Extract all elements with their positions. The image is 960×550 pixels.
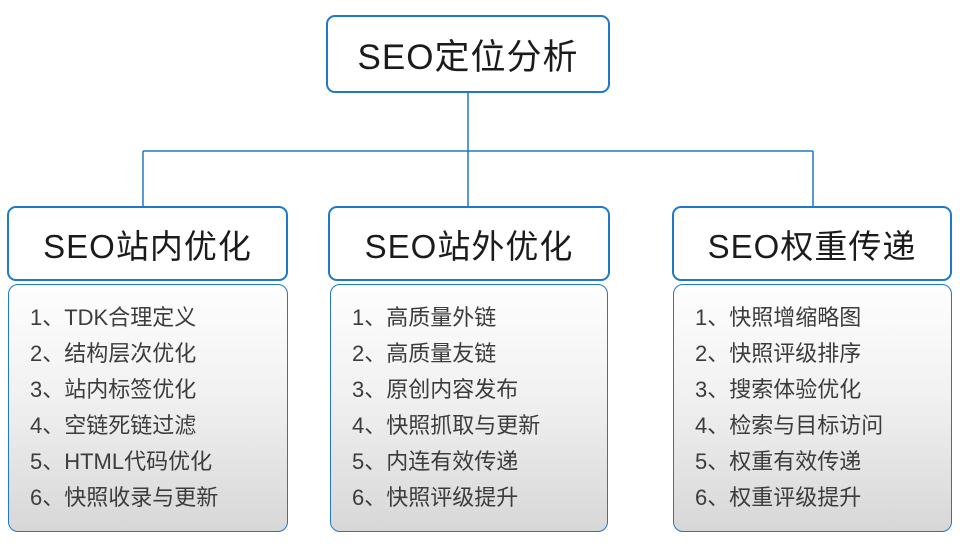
list-item: 1、高质量外链 <box>352 305 497 330</box>
list-item: 1、快照增缩略图 <box>695 305 862 330</box>
list-item: 6、快照收录与更新 <box>30 485 219 510</box>
panel-onsite-items: 1、TDK合理定义 2、结构层次优化 3、站内标签优化 4、空链死链过滤 5、H… <box>8 284 288 532</box>
branch-node-title: SEO站内优化 <box>43 227 252 265</box>
root-node-title: SEO定位分析 <box>357 37 579 77</box>
list-item: 2、快照评级排序 <box>695 341 862 366</box>
list-item: 4、空链死链过滤 <box>30 413 197 438</box>
list-item: 6、快照评级提升 <box>352 485 519 510</box>
list-item: 1、TDK合理定义 <box>30 305 197 330</box>
list-item: 4、检索与目标访问 <box>695 413 884 438</box>
panel-offsite-items: 1、高质量外链 2、高质量友链 3、原创内容发布 4、快照抓取与更新 5、内连有… <box>330 284 608 532</box>
list-item: 2、高质量友链 <box>352 341 497 366</box>
branch-node-offsite: SEO站外优化 <box>328 206 610 281</box>
branch-node-title: SEO权重传递 <box>707 227 917 265</box>
list-item: 3、站内标签优化 <box>30 377 197 402</box>
list-item: 5、内连有效传递 <box>352 449 519 474</box>
list-item: 5、HTML代码优化 <box>30 449 213 474</box>
branch-node-title: SEO站外优化 <box>364 227 574 265</box>
branch-node-weight-transfer: SEO权重传递 <box>672 206 952 281</box>
list-item: 2、结构层次优化 <box>30 341 197 366</box>
branch-node-onsite: SEO站内优化 <box>7 206 288 281</box>
panel-weight-transfer-items: 1、快照增缩略图 2、快照评级排序 3、搜索体验优化 4、检索与目标访问 5、权… <box>673 284 952 532</box>
list-item: 5、权重有效传递 <box>695 449 862 474</box>
list-item: 3、原创内容发布 <box>352 377 519 402</box>
list-item: 3、搜索体验优化 <box>695 377 862 402</box>
list-item: 4、快照抓取与更新 <box>352 413 541 438</box>
root-node-seo-positioning: SEO定位分析 <box>326 15 610 93</box>
list-item: 6、权重评级提升 <box>695 485 862 510</box>
